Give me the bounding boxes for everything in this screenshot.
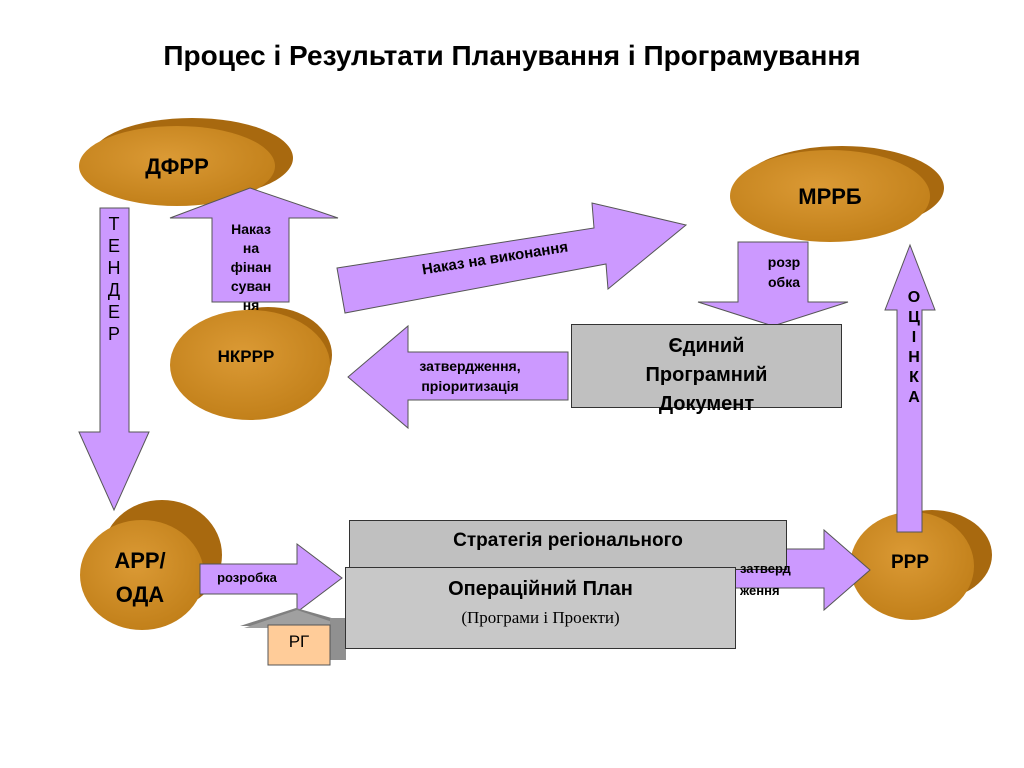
nkrrr-node	[170, 307, 332, 420]
zatverdzhennia-arrow	[347, 324, 569, 430]
tender-arrow	[78, 207, 150, 512]
rg-label: РГ	[288, 632, 310, 651]
otsinka-arrow	[884, 243, 936, 533]
rozrobka-top-label: розр обка	[758, 252, 810, 292]
rozrobka-top-line: обка	[768, 274, 800, 290]
rozrobka-bottom-arrow	[199, 542, 343, 614]
zatverdzhennia-bottom-label: затверд ження	[740, 558, 820, 602]
otsinka-letter: І	[911, 329, 917, 346]
dfrr-node	[79, 118, 293, 206]
zatverdzhennia-bottom-line: ження	[740, 583, 780, 598]
zatverdzhennia-line: затвердження,	[419, 358, 521, 374]
ypd-label: Єдиний Програмний Документ	[571, 332, 842, 419]
otsinka-letter: А	[908, 389, 920, 406]
operational-plan-subtitle: (Програми і Проекти)	[461, 608, 620, 627]
operational-plan-label: Операційний План	[448, 578, 633, 600]
ypd-line: Документ	[658, 393, 755, 415]
tender-letter: Н	[107, 258, 121, 278]
mrrb-label: МРРБ	[798, 184, 862, 209]
tender-letter: Т	[108, 214, 120, 234]
tender-label: Т Е Н Д Е Р	[104, 213, 124, 345]
tender-letter: Е	[107, 236, 120, 256]
rozrobka-bottom-label: розробка	[217, 570, 277, 585]
arr-oda-label: АРР/ ОДА	[90, 544, 190, 612]
rozrobka-top-line: розр	[767, 254, 801, 270]
nakaz-finansuvannia-line: ня	[242, 297, 260, 313]
arr-oda-node	[80, 500, 222, 630]
mrrb-node	[730, 146, 944, 242]
otsinka-letter: К	[909, 369, 919, 386]
otsinka-letter: О	[907, 289, 921, 306]
nakaz-finansuvannia-line: суван	[230, 278, 272, 294]
ypd-line: Програмний	[645, 364, 768, 386]
zatverdzhennia-priorytyzatsiia-label: затвердження, пріоритизація	[400, 356, 540, 396]
operational-plan-box	[345, 567, 736, 649]
rg-shape	[240, 608, 360, 666]
nakaz-finansuvannia-line: фінан	[230, 259, 272, 275]
tender-letter: Р	[107, 324, 120, 344]
page-title: Процес і Результати Планування і Програм…	[163, 40, 861, 71]
nakaz-finansuvannia-label: Наказ на фінан суван ня	[216, 220, 286, 315]
otsinka-letter: Н	[908, 349, 920, 366]
arr-oda-line2: ОДА	[115, 582, 165, 607]
nkrrr-label: НКРРР	[217, 347, 275, 366]
rozrobka-top-arrow	[697, 241, 849, 327]
otsinka-label: О Ц І Н К А	[904, 288, 924, 408]
nakaz-finansuvannia-line: Наказ	[231, 221, 271, 237]
tender-letter: Е	[107, 302, 120, 322]
rrr-label: РРР	[890, 552, 930, 573]
arr-oda-line1: АРР/	[114, 548, 166, 573]
ypd-box	[571, 324, 842, 408]
strategy-label: Стратегія регіонального	[453, 530, 683, 551]
nakaz-vykonannia-arrow	[336, 202, 688, 314]
priorytyzatsiia-line: пріоритизація	[421, 378, 519, 394]
otsinka-letter: Ц	[908, 309, 920, 326]
nakaz-finansuvannia-line: на	[242, 240, 260, 256]
zatverdzhennia-bottom-line: затверд	[740, 561, 791, 576]
dfrr-label: ДФРР	[145, 154, 209, 179]
tender-letter: Д	[107, 280, 121, 300]
nakaz-finansuvannia-arrow	[169, 187, 339, 303]
ypd-line: Єдиний	[668, 335, 745, 357]
